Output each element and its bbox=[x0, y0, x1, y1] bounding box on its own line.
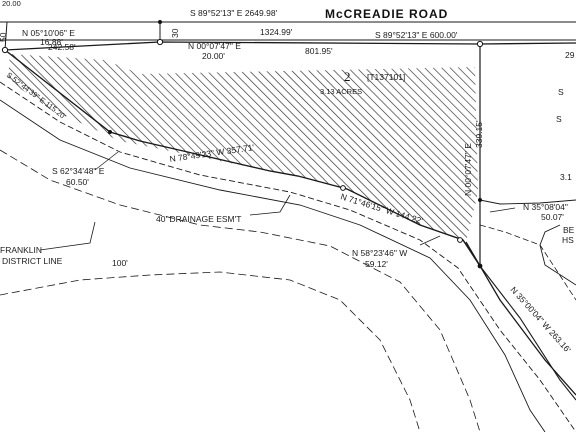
right-lot-s: S bbox=[558, 87, 564, 97]
east-segment-call: S 89°52'13" E 600.00' bbox=[375, 30, 458, 40]
right-hs: HS bbox=[562, 235, 574, 245]
monument-se bbox=[477, 263, 483, 269]
monument-s1 bbox=[340, 185, 346, 191]
nw-corner-bearing: N 05°10'06" E bbox=[22, 28, 75, 38]
monument-w bbox=[108, 130, 112, 134]
monument-top bbox=[158, 20, 162, 24]
middle-segment-distance: 801.95' bbox=[305, 46, 333, 56]
far-right-bearing: N 35°08'04" bbox=[523, 202, 568, 212]
right-lot-line bbox=[479, 199, 576, 205]
road-name: McCREADIE ROAD bbox=[325, 7, 448, 21]
row-width-left: 50 bbox=[0, 32, 8, 42]
lot-boundary-north bbox=[4, 41, 576, 51]
right-lot-s2: S bbox=[556, 114, 562, 124]
district-line-label-2: DISTRICT LINE bbox=[2, 256, 63, 266]
far-right-distance: 50.07' bbox=[541, 212, 564, 222]
offset-bearing: N 00°07'47" E bbox=[188, 41, 241, 51]
lot-area: 3.13 ACRES bbox=[320, 87, 362, 96]
monument-s2 bbox=[457, 237, 463, 243]
right-dashed bbox=[479, 224, 576, 301]
lot-tax-id: [T137101] bbox=[367, 72, 405, 82]
right-be: BE bbox=[563, 225, 575, 235]
district-leader bbox=[39, 221, 96, 251]
east-line-distance: 339.15' bbox=[474, 120, 484, 148]
offset-distance: 20.00' bbox=[202, 51, 225, 61]
seg1-leader bbox=[94, 151, 119, 171]
east-line-bearing: N 00°07'47" E bbox=[463, 143, 473, 196]
monument-ne bbox=[476, 40, 484, 48]
seg4-distance: 59.12' bbox=[365, 259, 388, 269]
seg5-call: N 35°00'04" W 263.16' bbox=[509, 285, 574, 355]
road-total-call: S 89°52'13" E 2649.98' bbox=[190, 8, 278, 18]
drainage-line-1 bbox=[0, 81, 576, 432]
seg4-bearing: N 58°23'46" W bbox=[352, 248, 407, 258]
row-width-mid: 30 bbox=[170, 28, 180, 38]
east-road-edge bbox=[465, 241, 576, 396]
west-segment-distance: 242.58' bbox=[48, 42, 76, 52]
drainage-line-2 bbox=[0, 99, 546, 432]
monument-nw bbox=[1, 46, 9, 54]
road-segment-distance: 1324.99' bbox=[260, 27, 293, 37]
district-line-lower bbox=[0, 271, 421, 432]
district-line-label-1: FRANKLIN bbox=[0, 245, 42, 255]
lot-number: 2 bbox=[344, 69, 351, 84]
monument-road bbox=[156, 38, 164, 46]
east-road-edge-2 bbox=[479, 265, 576, 401]
right-edge-29: 29 bbox=[565, 50, 575, 60]
lot-boundary-west-offset bbox=[4, 21, 8, 51]
drainage-leader bbox=[249, 194, 291, 216]
monument-e bbox=[478, 198, 482, 202]
top-left-cut: 20.00 bbox=[2, 0, 21, 8]
nw-corner-distance: 16.88' bbox=[40, 37, 63, 47]
lot-boundary-south bbox=[4, 49, 481, 267]
drainage-easement-label: 40' DRAINAGE ESM'T bbox=[156, 214, 241, 224]
width-100-label: 100' bbox=[112, 258, 128, 268]
right-lot-area: 3.1 bbox=[560, 172, 572, 182]
far-right-leader bbox=[489, 207, 516, 213]
seg1-bearing: S 62°34'48" E bbox=[52, 166, 105, 176]
seg4-leader bbox=[419, 235, 441, 246]
seg1-distance: 60.50' bbox=[66, 177, 89, 187]
